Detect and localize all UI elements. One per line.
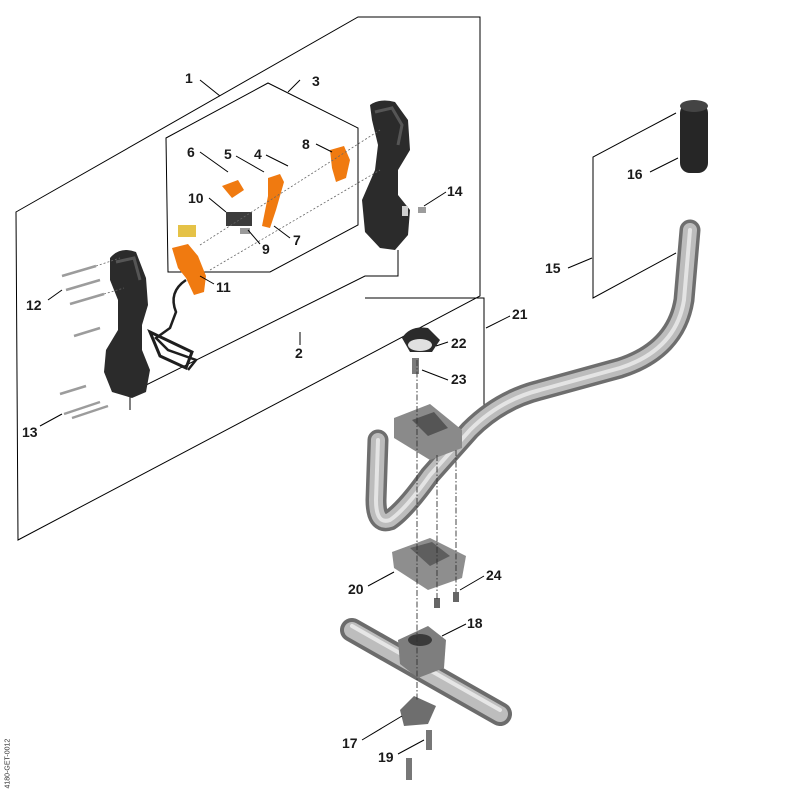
assembly-axis-lines (95, 129, 457, 700)
assembly-frame-switch (165, 82, 359, 273)
handle-half-right (362, 100, 410, 250)
part-label-12: 12 (26, 297, 42, 313)
part-label-10: 10 (188, 190, 204, 206)
trigger-lever (172, 225, 206, 295)
lever-4-5 (262, 174, 284, 228)
part-label-4: 4 (254, 146, 262, 162)
handle-half-left (104, 250, 150, 398)
assembly-bracket-2 (129, 250, 399, 410)
lever-6 (222, 180, 244, 198)
handle-grip (680, 100, 708, 173)
part-label-17: 17 (342, 735, 358, 751)
part-label-7: 7 (293, 232, 301, 248)
part-label-20: 20 (348, 581, 364, 597)
part-label-19: 19 (378, 749, 394, 765)
part-label-3: 3 (312, 73, 320, 89)
part-label-6: 6 (187, 144, 195, 160)
leader-lines (39, 79, 679, 755)
document-code-text: 4180-GET-0012 (4, 738, 12, 789)
bolt-23 (412, 358, 419, 374)
screw-20a (434, 598, 440, 608)
switch-10 (226, 212, 252, 226)
part-label-8: 8 (302, 136, 310, 152)
clamp-upper (394, 404, 462, 460)
bolt-19-upper (426, 730, 432, 750)
switch-cable (147, 278, 199, 371)
part-label-9: 9 (262, 241, 270, 257)
clamp-18 (398, 626, 446, 678)
spring-9 (240, 228, 250, 234)
cap-22 (402, 327, 440, 352)
part-label-13: 13 (22, 424, 38, 440)
part-label-1: 1 (185, 70, 193, 86)
nut-14 (418, 207, 426, 213)
part-label-2: 2 (295, 345, 303, 361)
part-label-23: 23 (451, 371, 467, 387)
assembly-frame-handle (15, 16, 481, 541)
part-label-24: 24 (486, 567, 502, 583)
part-label-18: 18 (467, 615, 483, 631)
part-label-21: 21 (512, 306, 528, 322)
assembly-bracket-15 (592, 112, 677, 299)
document-code: 4180-GET-0012 (2, 729, 14, 793)
clamp-20 (392, 538, 466, 590)
part-label-15: 15 (545, 260, 561, 276)
assembly-bracket-21 (365, 297, 485, 420)
part-label-14: 14 (447, 183, 463, 199)
part-label-11: 11 (216, 279, 231, 295)
part-label-5: 5 (224, 146, 232, 162)
screw-24 (453, 592, 459, 602)
screws-13 (59, 384, 109, 420)
lever-8 (330, 146, 350, 182)
clamp-17 (400, 696, 436, 726)
bolt-19-lower (406, 758, 412, 780)
screws-12 (61, 264, 105, 338)
part-label-22: 22 (451, 335, 467, 351)
part-label-16: 16 (627, 166, 643, 182)
